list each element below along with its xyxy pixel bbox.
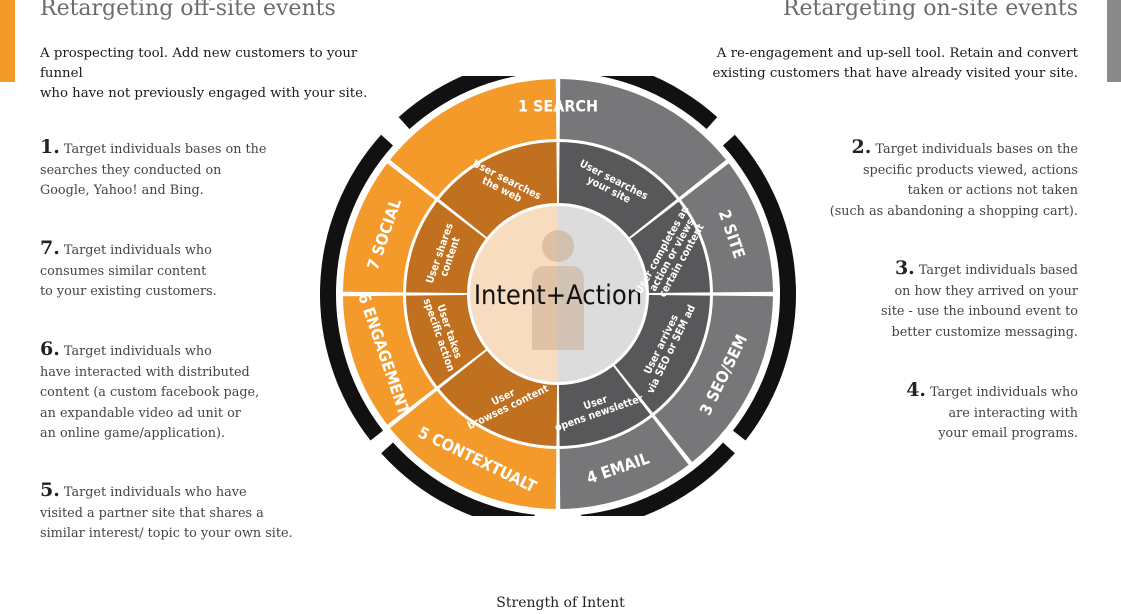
note-2: 2. Target individuals bases on the speci… [778,137,1078,222]
inner-segment-7 [406,294,486,387]
person-icon [532,266,584,350]
note-text: Target individuals who consumes similar … [40,243,217,299]
inner-segment-4 [614,294,710,413]
note-text: Target individuals bases on the specific… [829,142,1078,219]
note-6: 6. Target individuals who have interacte… [40,339,320,445]
outer-ring-arc-4 [381,442,535,516]
label-line: 1 SEARCH [518,97,598,116]
off-site-heading: Retargeting off-site events [40,0,336,21]
on-site-heading: Retargeting on-site events [782,0,1078,21]
note-4: 4. Target individuals who are interactin… [778,380,1078,445]
outer-segment-4 [654,295,773,463]
note-5: 5. Target individuals who have visited a… [40,480,320,545]
note-3: 3. Target individuals based on how they … [778,258,1078,343]
note-number: 7. [40,237,60,259]
note-text: Target individuals who have interacted w… [40,344,260,441]
note-number: 1. [40,136,60,158]
outer-segment-8 [343,163,435,293]
outer-ring-arc-6 [398,76,517,130]
outer-segment-1 [389,79,557,198]
note-number: 2. [851,136,872,158]
inner-segment-6 [439,350,558,446]
right-accent-bar [1107,0,1121,82]
center-label: Intent+Action [474,280,642,311]
outer-ring-arc-5 [320,134,394,441]
note-text: Target individuals bases on the searches… [40,142,267,198]
note-number: 6. [40,338,60,360]
note-text: Target individuals who have visited a pa… [40,485,293,541]
inner-segment-8 [406,201,486,294]
outer-ring-arc-2 [722,134,796,441]
inner-segment-2 [558,142,677,238]
strength-of-intent-label: Strength of Intent [496,595,625,611]
left-accent-bar [0,0,15,82]
inner-segment-3 [630,201,710,294]
note-number: 4. [906,379,927,401]
note-number: 3. [894,257,915,279]
outer-segment-7 [343,295,435,425]
note-text: Target individuals who are interacting w… [930,385,1078,441]
outer-segment-3 [681,163,773,293]
outer-ring-arc-3 [581,442,735,516]
on-site-intro: A re-engagement and up-sell tool. Retain… [712,46,1078,81]
note-text: Target individuals based on how they arr… [881,263,1078,340]
off-site-intro: A prospecting tool. Add new customers to… [40,46,368,101]
inner-segment-1 [439,142,558,238]
note-1: 1. Target individuals bases on the searc… [40,137,320,202]
inner-segment-5 [558,366,651,446]
outer-segment-2 [559,79,727,198]
segment-label-1: 1 SEARCH [518,97,598,116]
note-7: 7. Target individuals who consumes simil… [40,238,320,303]
outer-segment-6 [389,390,557,509]
person-icon-head [542,230,574,262]
outer-segment-5 [559,417,689,509]
note-number: 5. [40,479,60,501]
